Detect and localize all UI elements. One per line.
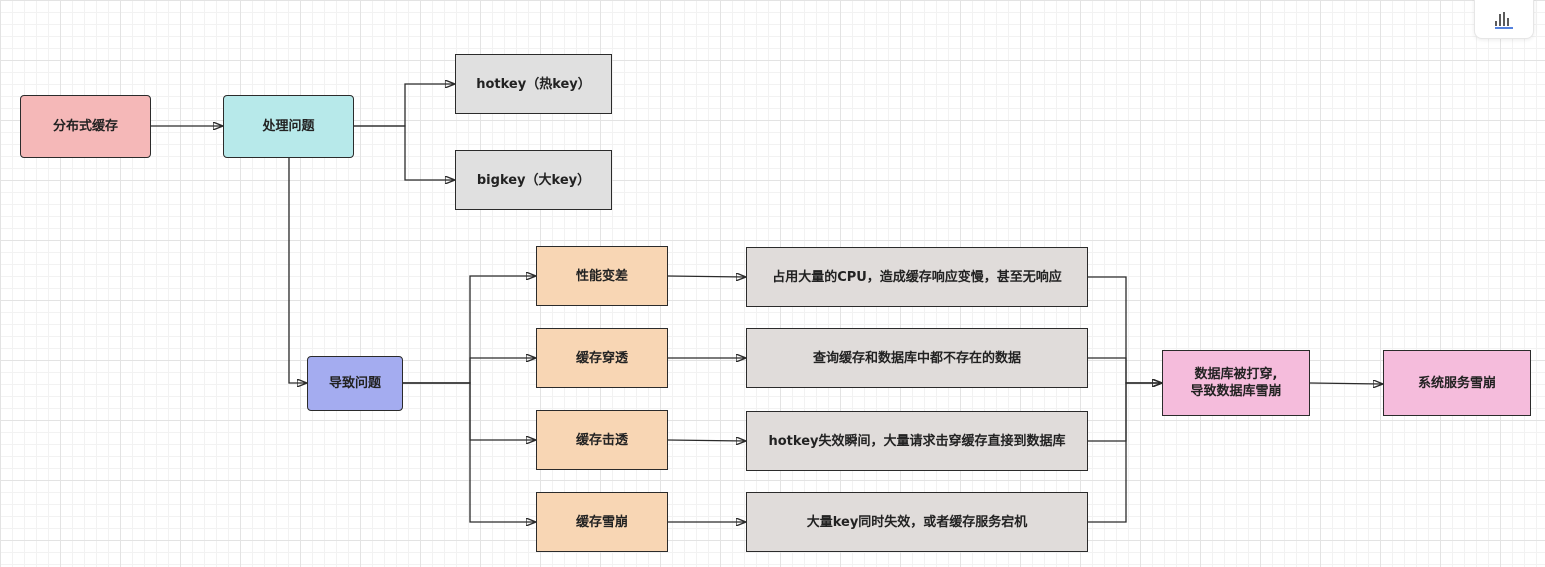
node-caused-issues[interactable]: 导致问题 [307,356,403,411]
node-avalanche-desc[interactable]: 大量key同时失效，或者缓存服务宕机 [746,492,1088,552]
edge-breakdown-desc [667,440,745,441]
node-penetration-desc[interactable]: 查询缓存和数据库中都不存在的数据 [746,328,1088,388]
edge-breakdown-desc-db [1088,383,1161,442]
edge-handle-cause [288,158,306,383]
node-bigkey[interactable]: bigkey（大key） [455,150,612,210]
node-cache-breakdown[interactable]: 缓存击透 [536,410,668,470]
edge-cause-breakdown [403,382,535,440]
node-cache-penetration[interactable]: 缓存穿透 [536,328,668,388]
node-handle-issues[interactable]: 处理问题 [223,95,354,158]
edge-perf-desc [667,276,745,277]
edge-handle-hotkey [354,84,454,127]
node-performance-degraded[interactable]: 性能变差 [536,246,668,306]
share-icon [1495,11,1513,29]
edge-cause-avalanche [403,382,535,522]
edge-penetration-desc-db [1088,357,1161,383]
share-button[interactable] [1474,0,1534,39]
edge-handle-bigkey [354,125,454,180]
node-system-avalanche[interactable]: 系统服务雪崩 [1383,350,1531,416]
node-hotkey[interactable]: hotkey（热key） [455,54,612,114]
node-performance-desc[interactable]: 占用大量的CPU，造成缓存响应变慢，甚至无响应 [746,247,1088,307]
edge-cause-penetration [403,358,535,384]
node-cache-avalanche[interactable]: 缓存雪崩 [536,492,668,552]
edge-perf-desc-db [1088,276,1161,383]
edge-db-sys [1309,383,1382,384]
node-database-crushed[interactable]: 数据库被打穿, 导致数据库雪崩 [1162,350,1310,416]
edge-cause-perf [403,276,535,384]
edge-avalanche-desc-db [1088,383,1161,523]
node-distributed-cache[interactable]: 分布式缓存 [20,95,151,158]
node-breakdown-desc[interactable]: hotkey失效瞬间，大量请求击穿缓存直接到数据库 [746,411,1088,471]
